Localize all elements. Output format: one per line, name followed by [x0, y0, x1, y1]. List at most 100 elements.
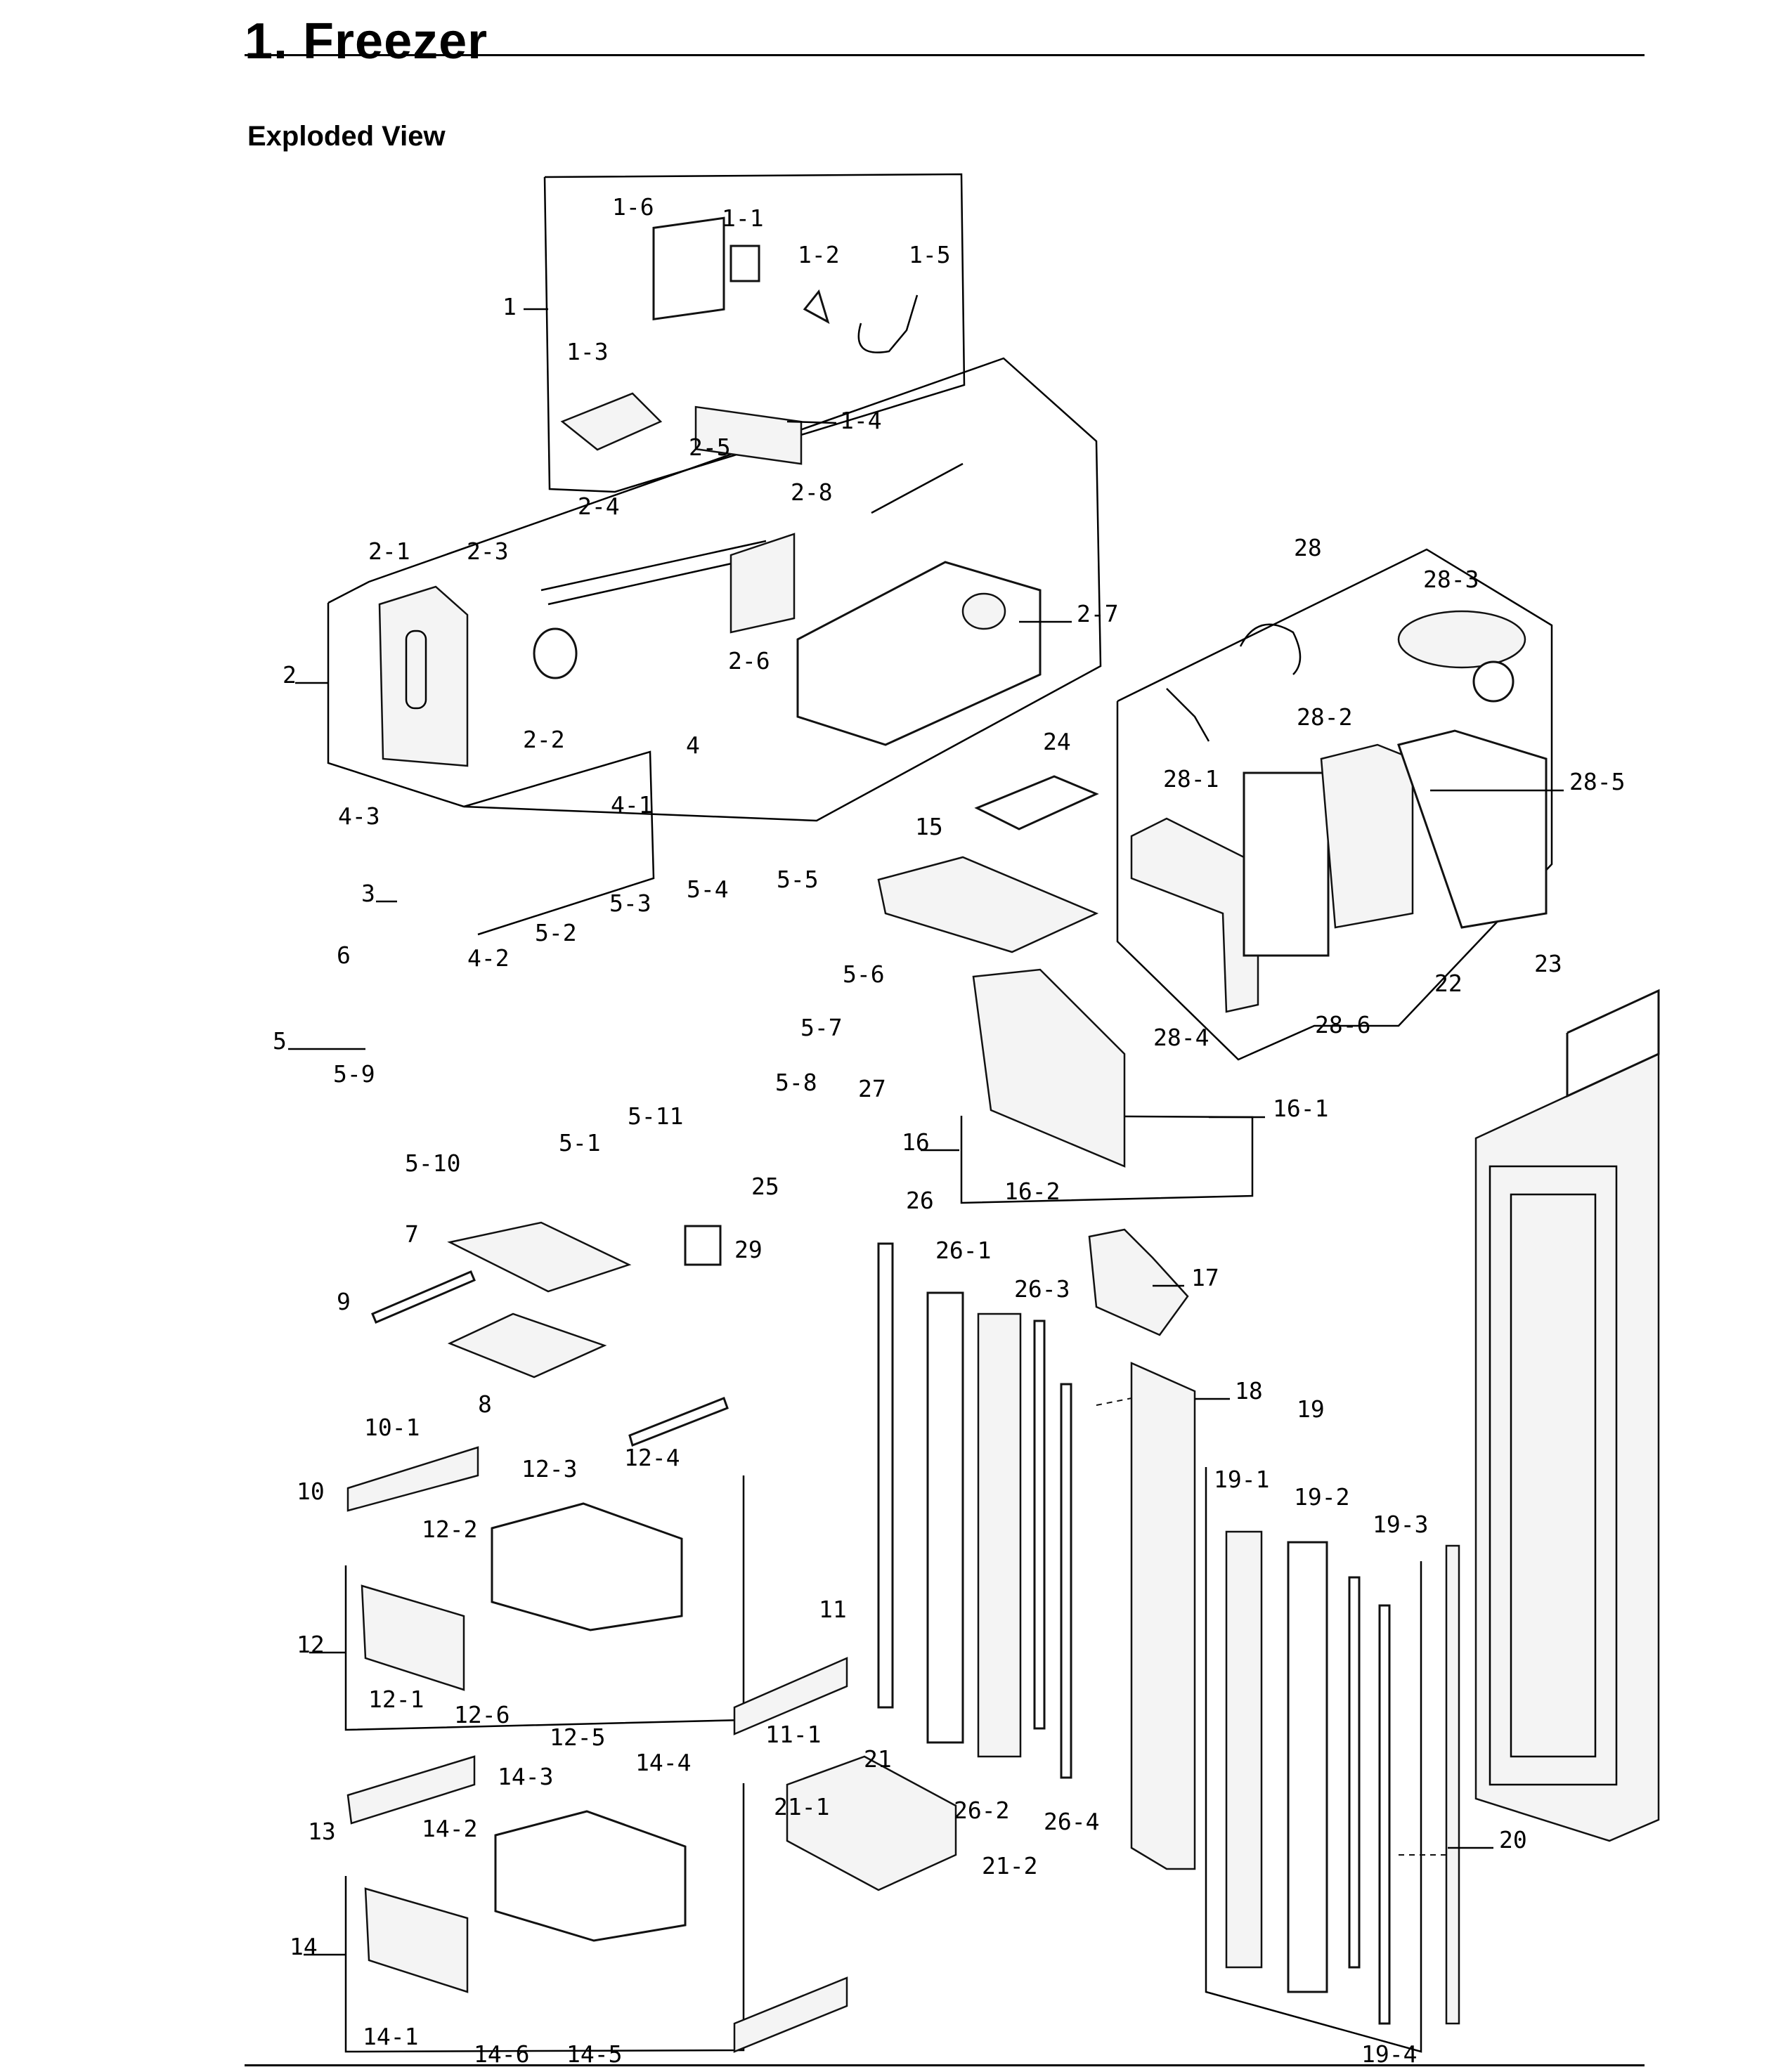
part-label-29: 29	[734, 1236, 763, 1263]
part-label-12-4: 12-4	[624, 1444, 680, 1471]
part-label-12-6: 12-6	[454, 1701, 510, 1728]
part-label-19-3: 19-3	[1373, 1511, 1428, 1538]
group-box-28	[1116, 548, 1553, 1061]
part-label-2: 2	[283, 661, 297, 689]
part-label-5-2: 5-2	[535, 919, 577, 946]
group-box-14	[344, 1783, 745, 2053]
part-label-2-3: 2-3	[467, 537, 509, 565]
part-label-1: 1	[502, 293, 517, 320]
footer-rule	[245, 2064, 1645, 2066]
part-label-19-2: 19-2	[1294, 1483, 1349, 1511]
part-label-28-2: 28-2	[1297, 703, 1352, 731]
part-label-26-2: 26-2	[954, 1797, 1009, 1824]
part-label-10: 10	[297, 1478, 325, 1505]
group-box-12	[344, 1475, 745, 1731]
part-label-5-8: 5-8	[775, 1069, 817, 1096]
part-label-10-1: 10-1	[364, 1414, 420, 1441]
part-label-14: 14	[290, 1933, 318, 1960]
part-label-9: 9	[337, 1288, 351, 1315]
part-label-5-7: 5-7	[800, 1014, 843, 1041]
part-label-15: 15	[915, 813, 943, 840]
part-label-14-4: 14-4	[635, 1749, 691, 1776]
part-label-1-2: 1-2	[798, 241, 840, 268]
part-label-21-2: 21-2	[982, 1852, 1037, 1879]
part-label-1-6: 1-6	[612, 193, 654, 221]
part-label-14-2: 14-2	[422, 1815, 477, 1842]
group-box-16	[960, 1114, 1254, 1204]
shelves	[346, 1221, 848, 2053]
part-label-16-2: 16-2	[1004, 1178, 1060, 1205]
part-label-22: 22	[1434, 970, 1463, 997]
right-panels	[1225, 1530, 1460, 2025]
part-label-14-3: 14-3	[498, 1763, 553, 1790]
part-label-5-6: 5-6	[843, 960, 885, 988]
part-label-16: 16	[902, 1128, 930, 1156]
title-rule	[245, 54, 1645, 56]
part-label-23: 23	[1534, 950, 1562, 977]
section-subtitle: Exploded View	[247, 121, 446, 152]
part-label-28-6: 28-6	[1315, 1011, 1370, 1038]
part-label-2-2: 2-2	[523, 726, 565, 753]
part-label-17: 17	[1191, 1264, 1219, 1291]
part-label-2-1: 2-1	[368, 537, 410, 565]
part-label-5-1: 5-1	[559, 1129, 601, 1156]
part-label-5-11: 5-11	[628, 1102, 683, 1130]
part-label-26-4: 26-4	[1044, 1808, 1099, 1835]
part-label-4-3: 4-3	[338, 802, 380, 830]
center-panels	[877, 775, 1196, 1870]
part-label-11-1: 11-1	[765, 1721, 821, 1748]
part-label-1-1: 1-1	[722, 204, 764, 232]
part-label-5-9: 5-9	[333, 1060, 375, 1088]
part-label-2-7: 2-7	[1077, 600, 1119, 627]
leader-lines	[288, 308, 1564, 1956]
part-label-1-4: 1-4	[840, 407, 882, 434]
part-label-27: 27	[858, 1075, 886, 1102]
part-label-2-6: 2-6	[728, 647, 770, 675]
page-title: 1. Freezer	[245, 13, 488, 70]
ice-maker-assembly	[560, 216, 919, 465]
part-label-19: 19	[1297, 1395, 1325, 1423]
part-label-12-5: 12-5	[550, 1724, 605, 1751]
freezer-cabinet	[1474, 989, 1660, 1842]
part-label-24: 24	[1043, 728, 1071, 755]
part-label-28-3: 28-3	[1423, 566, 1479, 593]
part-label-2-5: 2-5	[689, 434, 731, 461]
part-label-19-4: 19-4	[1361, 2040, 1417, 2068]
group-box-19	[1205, 1467, 1422, 2053]
group-box-2	[327, 357, 1102, 822]
part-labels: 11-11-21-31-41-51-622-12-22-32-42-52-62-…	[273, 193, 1625, 2068]
part-label-21: 21	[864, 1745, 892, 1773]
part-label-6: 6	[337, 941, 351, 969]
part-label-5-3: 5-3	[609, 890, 651, 917]
small-parts	[684, 1225, 957, 1891]
part-label-12: 12	[297, 1631, 325, 1658]
part-label-7: 7	[405, 1220, 419, 1248]
part-label-4-2: 4-2	[467, 944, 510, 972]
ice-bucket-assembly	[378, 462, 1042, 767]
evaporator-assembly	[1130, 610, 1548, 1013]
part-label-25: 25	[751, 1173, 779, 1200]
part-label-12-1: 12-1	[368, 1686, 424, 1713]
drawers	[361, 1502, 687, 1993]
group-box-4	[463, 750, 655, 936]
part-label-28-5: 28-5	[1569, 768, 1625, 795]
part-label-19-1: 19-1	[1214, 1466, 1269, 1493]
part-label-2-8: 2-8	[791, 478, 833, 506]
part-label-4-1: 4-1	[611, 791, 653, 819]
part-label-3: 3	[361, 880, 375, 907]
part-label-5-10: 5-10	[405, 1149, 460, 1177]
part-label-2-4: 2-4	[578, 493, 620, 520]
part-label-12-2: 12-2	[422, 1516, 477, 1543]
part-label-5: 5	[273, 1027, 287, 1055]
part-label-14-5: 14-5	[566, 2040, 622, 2068]
part-label-20: 20	[1499, 1826, 1527, 1853]
part-label-4: 4	[686, 731, 700, 759]
part-label-28-1: 28-1	[1163, 765, 1219, 793]
part-label-12-3: 12-3	[521, 1455, 577, 1483]
part-label-21-1: 21-1	[774, 1793, 829, 1820]
part-label-18: 18	[1235, 1377, 1263, 1405]
part-label-26: 26	[906, 1187, 934, 1214]
part-label-14-1: 14-1	[363, 2023, 418, 2050]
